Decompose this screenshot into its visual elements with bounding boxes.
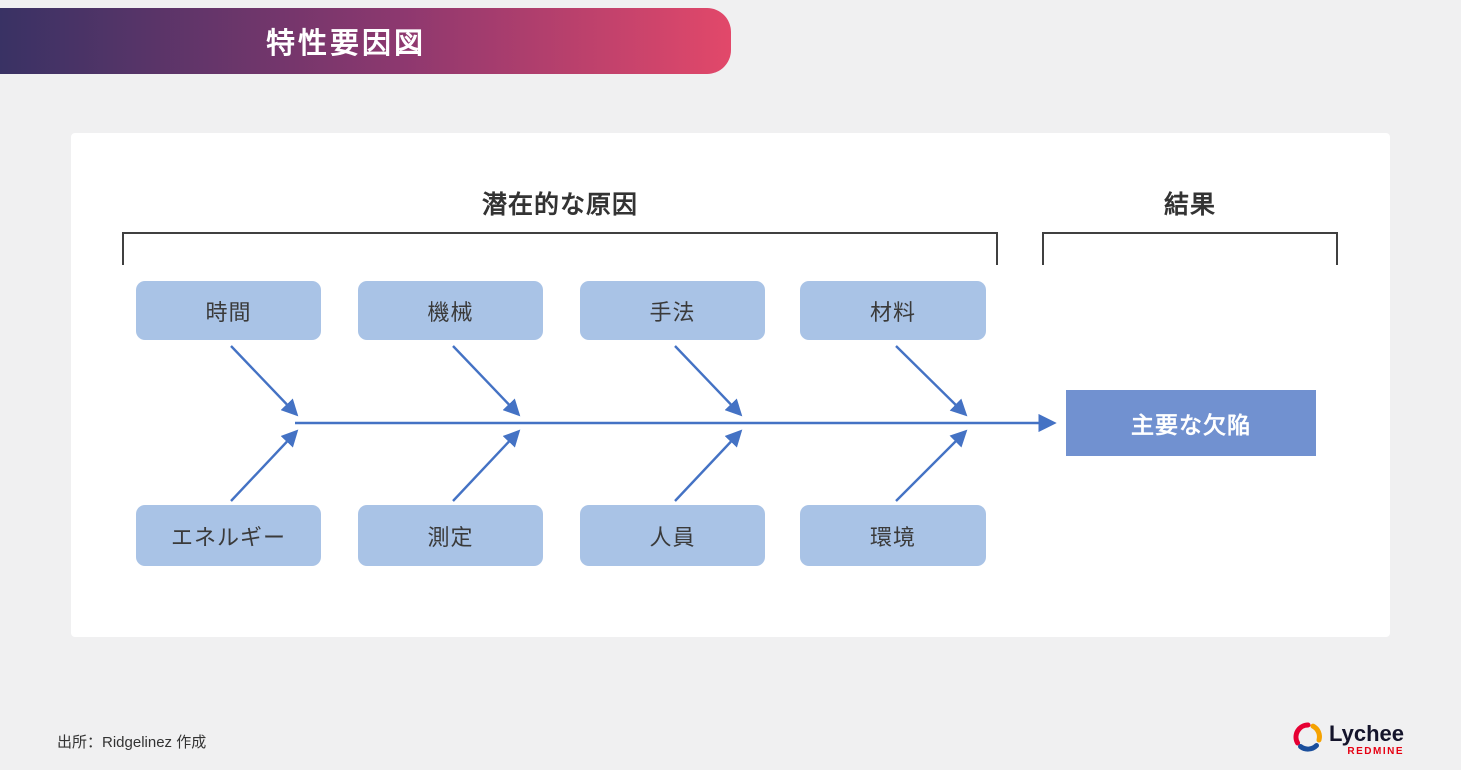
result-box: 主要な欠陥: [1066, 390, 1316, 456]
page-title: 特性要因図: [266, 28, 427, 60]
logo-subtitle: REDMINE: [1347, 745, 1404, 757]
causes-bracket: [122, 232, 998, 265]
cause-box-personnel: 人員: [580, 505, 765, 566]
arrow-time: [230, 345, 299, 417]
lychee-redmine-logo: Lychee REDMINE: [1293, 722, 1404, 757]
result-heading: 結果: [1163, 191, 1216, 219]
cause-box-method: 手法: [580, 281, 765, 340]
logo-name: Lychee: [1328, 720, 1404, 746]
logo-text: Lychee REDMINE: [1328, 720, 1404, 757]
arrow-measurement: [452, 429, 521, 502]
arrow-environment: [895, 429, 968, 502]
diagram-panel: 潜在的な原因 結果 時間 機械: [71, 133, 1390, 637]
bottom-edge-bar: [0, 770, 1461, 783]
causes-heading: 潜在的な原因: [481, 191, 638, 219]
cause-box-time: 時間: [136, 281, 321, 340]
result-bracket: [1042, 232, 1338, 265]
cause-box-energy: エネルギー: [136, 505, 321, 566]
cause-box-measurement: 測定: [358, 505, 543, 566]
source-attribution: 出所：Ridgelinez 作成: [57, 734, 207, 751]
arrow-energy: [230, 429, 299, 502]
arrow-personnel: [674, 429, 743, 502]
cause-box-environment: 環境: [800, 505, 986, 566]
cause-box-material: 材料: [800, 281, 986, 340]
title-banner: 特性要因図: [0, 8, 731, 74]
arrow-machine: [452, 345, 521, 417]
fishbone-lines: [122, 232, 1338, 502]
arrow-method: [674, 345, 743, 417]
arrow-material: [895, 345, 968, 417]
lychee-ring-icon: [1293, 722, 1323, 757]
cause-box-machine: 機械: [358, 281, 543, 340]
